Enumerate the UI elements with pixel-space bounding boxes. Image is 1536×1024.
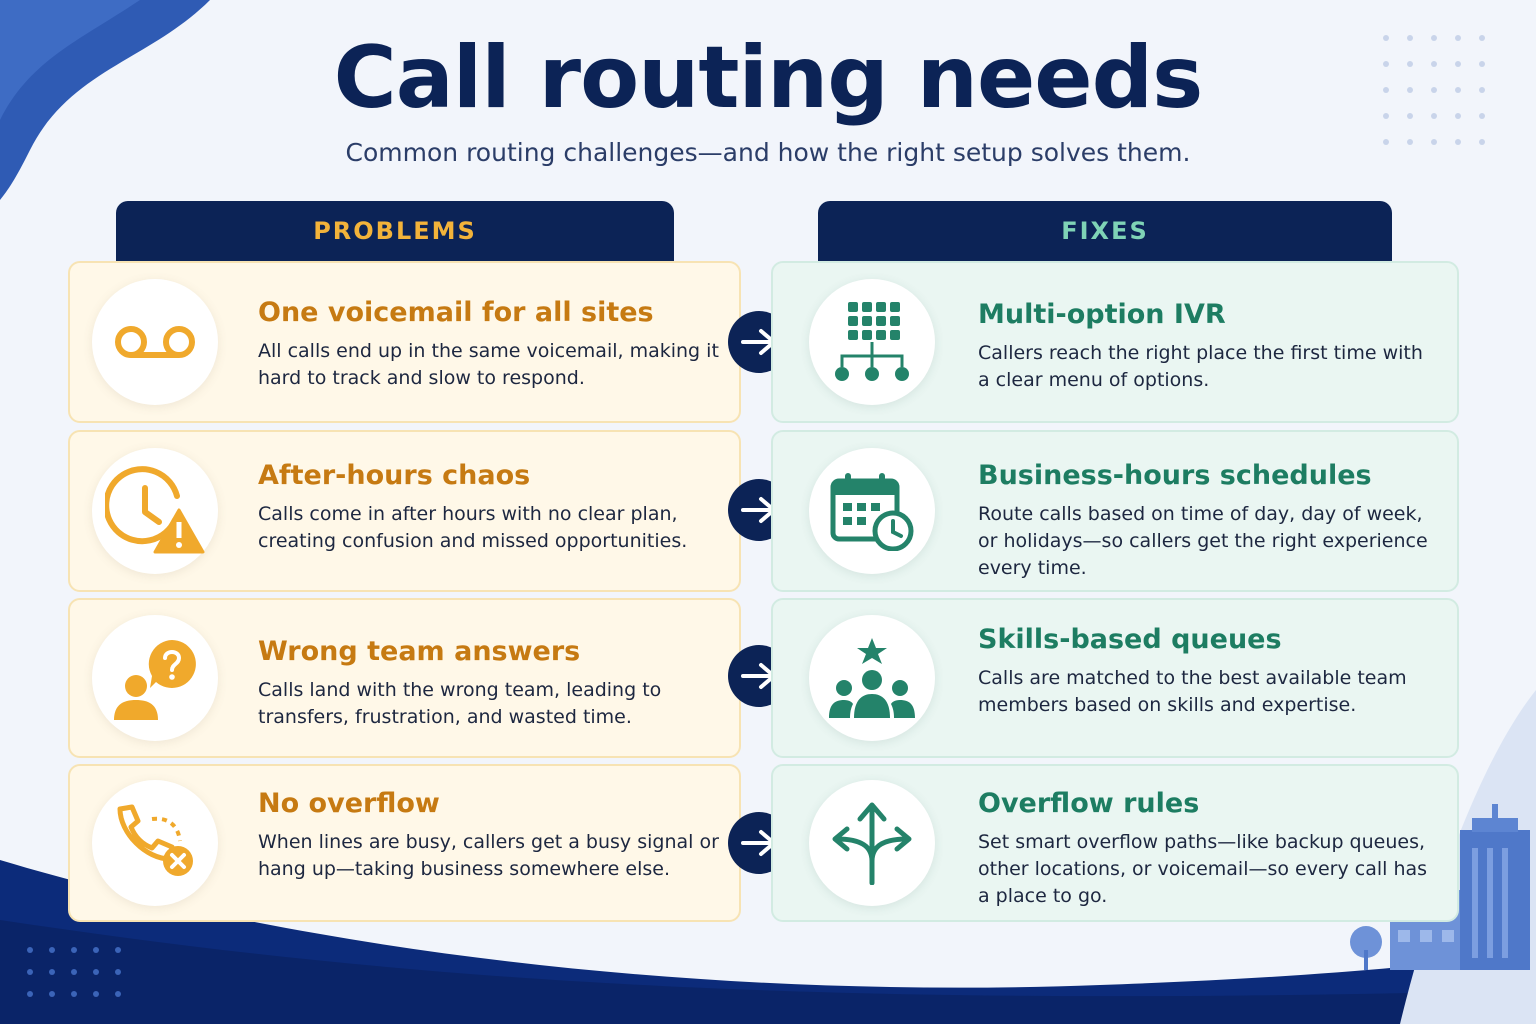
problem-title: Wrong team answers (258, 636, 581, 667)
fix-description: Route calls based on time of day, day of… (978, 503, 1428, 579)
problem-card-after-hours: After-hours chaos Calls come in after ho… (68, 430, 741, 592)
person-question-icon (92, 615, 218, 741)
fix-card-skills-queues: Skills-based queues Calls are matched to… (771, 598, 1459, 758)
problem-card-voicemail: One voicemail for all sites All calls en… (68, 261, 741, 423)
team-star-icon (809, 615, 935, 741)
fix-title: Skills-based queues (978, 624, 1282, 655)
top-left-wave-inner (0, 0, 140, 120)
fix-title: Multi-option IVR (978, 299, 1226, 330)
fix-card-business-hours: Business-hours schedules Route calls bas… (771, 430, 1459, 592)
fix-title: Overflow rules (978, 788, 1200, 819)
dot-grid-bottom-left (27, 947, 121, 997)
fix-description: Callers reach the right place the first … (978, 342, 1423, 391)
ivr-menu-icon (809, 279, 935, 405)
clock-warning-icon (92, 448, 218, 574)
problem-description: When lines are busy, callers get a busy … (258, 831, 719, 880)
bottom-wave-inner (0, 920, 1536, 1024)
fix-description: Calls are matched to the best available … (978, 667, 1407, 716)
split-arrows-icon (809, 780, 935, 906)
problem-title: One voicemail for all sites (258, 297, 654, 328)
problem-description: Calls land with the wrong team, leading … (258, 679, 662, 728)
problem-card-wrong-team: Wrong team answers Calls land with the w… (68, 598, 741, 758)
phone-blocked-icon (92, 780, 218, 906)
fix-card-overflow: Overflow rules Set smart overflow paths—… (771, 764, 1459, 922)
page-subtitle: Common routing challenges—and how the ri… (345, 138, 1191, 167)
dot-grid-top-right (1383, 35, 1485, 145)
calendar-clock-icon (809, 448, 935, 574)
fix-title: Business-hours schedules (978, 460, 1372, 491)
problem-title: After-hours chaos (258, 460, 531, 491)
page-title: Call routing needs (333, 28, 1204, 128)
problem-card-no-overflow: No overflow When lines are busy, callers… (68, 764, 741, 922)
fix-card-ivr: Multi-option IVR Callers reach the right… (771, 261, 1459, 423)
problem-description: All calls end up in the same voicemail, … (258, 340, 719, 389)
voicemail-icon (92, 279, 218, 405)
fix-description: Set smart overflow paths—like backup que… (978, 831, 1428, 907)
problems-column-header: PROBLEMS (116, 201, 674, 261)
problem-description: Calls come in after hours with no clear … (258, 503, 688, 552)
problem-title: No overflow (258, 788, 440, 819)
fixes-column-header: FIXES (818, 201, 1392, 261)
